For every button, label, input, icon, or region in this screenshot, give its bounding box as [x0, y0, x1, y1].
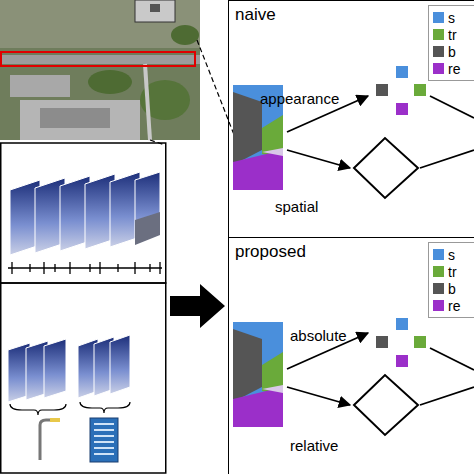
arrow [430, 96, 474, 118]
aerial-tree [171, 25, 199, 45]
lamp-light [50, 418, 60, 422]
class-square [396, 103, 408, 115]
aerial-path [145, 64, 150, 140]
spatial-graph [354, 138, 418, 198]
flow-arrow [170, 284, 225, 328]
aerial-building [135, 0, 175, 22]
legend-text: s [448, 247, 455, 263]
class-square [396, 355, 408, 367]
feature-label: spatial [275, 198, 318, 215]
legend-text: re [448, 61, 460, 77]
segmentation-tree [262, 115, 283, 158]
legend-entry: re [433, 297, 474, 314]
feature-label: absolute [290, 327, 347, 344]
legend-swatch [433, 283, 444, 294]
segmentation-building [233, 92, 262, 165]
place-panel [1, 283, 166, 473]
legend-entry: b [433, 280, 474, 297]
legend-entry: tr [433, 26, 474, 43]
panel-title: proposed [235, 242, 306, 262]
legend-swatch [433, 12, 444, 23]
aerial-ground [0, 0, 200, 48]
legend-swatch [433, 249, 444, 260]
proposed-illustration [233, 318, 474, 435]
panel-title: naive [235, 5, 276, 25]
legend-text: b [448, 44, 456, 60]
segmentation-sky [233, 322, 283, 427]
aerial-road [0, 55, 200, 64]
arrow [287, 150, 350, 168]
legend-text: b [448, 281, 456, 297]
aerial-tree [88, 70, 132, 94]
timeline [8, 262, 162, 274]
legend-swatch [433, 46, 444, 57]
street-lamp-icon [40, 420, 54, 460]
legend-entry: s [433, 246, 474, 263]
feature-label: appearance [260, 90, 339, 107]
segmentation-sidewalk [262, 148, 283, 156]
camera-frames [10, 172, 160, 255]
class-square [376, 84, 388, 96]
aerial-building [20, 100, 140, 140]
segmentation-road [233, 387, 283, 427]
brace [10, 404, 66, 415]
segmentation-road [233, 150, 283, 190]
building-icon [90, 418, 118, 462]
legend-entry: re [433, 60, 474, 77]
camera-frame [44, 339, 66, 398]
class-square [414, 84, 426, 96]
class-square [414, 336, 426, 348]
building-windows [94, 424, 114, 454]
naive-illustration [233, 66, 474, 198]
arrow [430, 348, 474, 370]
aerial-roof [150, 4, 160, 12]
class-square [396, 66, 408, 78]
arrow [420, 150, 474, 168]
camera-frame [110, 335, 130, 394]
segmentation-building [233, 329, 262, 402]
legend: strbre [428, 242, 474, 318]
legend-swatch [433, 29, 444, 40]
legend-entry: tr [433, 263, 474, 280]
aerial-image [0, 0, 200, 140]
legend-text: re [448, 298, 460, 314]
legend-text: s [448, 10, 455, 26]
legend: strbre [428, 5, 474, 81]
sequence-panel [1, 143, 166, 283]
arrow [420, 387, 474, 405]
legend-entry: b [433, 43, 474, 60]
aerial-roof [40, 108, 110, 128]
camera-frame [135, 172, 160, 245]
legend-text: tr [448, 264, 457, 280]
brace [80, 402, 130, 413]
legend-entry: s [433, 9, 474, 26]
class-square [396, 318, 408, 330]
segmentation-sidewalk [262, 385, 283, 393]
legend-swatch [433, 63, 444, 74]
legend-text: tr [448, 27, 457, 43]
arrow [287, 387, 350, 405]
class-square [376, 336, 388, 348]
segmentation-tree [262, 352, 283, 395]
spatial-graph [354, 375, 418, 435]
camera-ground [135, 212, 160, 245]
legend-swatch [433, 266, 444, 277]
aerial-building [10, 75, 70, 97]
route-highlight [1, 52, 195, 66]
feature-label: relative [290, 437, 338, 454]
legend-swatch [433, 300, 444, 311]
camera-frames [8, 335, 130, 402]
